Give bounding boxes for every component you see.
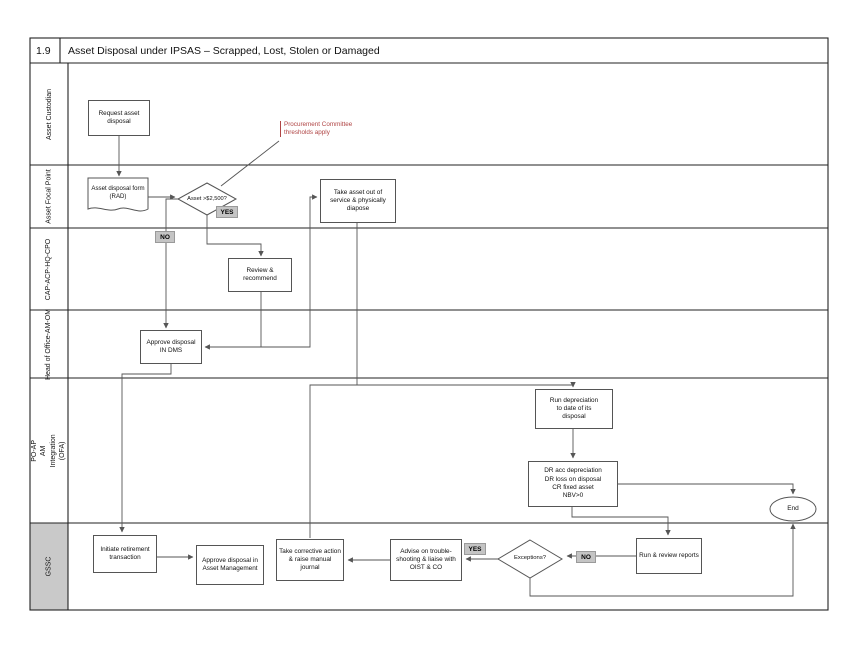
connectors [116,136,796,597]
chip-yes-exceptions: YES [464,543,486,555]
node-end: End [787,505,799,513]
connector-dr-entry-to-end [618,483,796,495]
lane-label-head-of-office: Head of Office-AM-OM [30,308,68,380]
lane-label-cap-acp-hq-cpo: CAP-ACP-HQ-CPO [30,228,68,310]
lane-label-text: GSSC [45,556,53,577]
node-corrective-action: Take corrective action & raise manual jo… [276,539,344,581]
node-run-depreciation: Run depreciation to date of its disposal [535,389,613,429]
connector-no-to-approve-dms [163,198,180,329]
node-approve-disposal-am: Approve disposal in Asset Management [196,545,264,585]
lane-label-text: CAP-ACP-HQ-CPO [45,238,53,300]
node-decision-exceptions: Exceptions? [513,555,547,562]
node-advise-troubleshooting: Advise on trouble- shooting & liaise wit… [390,539,462,581]
node-initiate-retirement: Initiate retirement transaction [93,535,157,573]
node-run-review-reports: Run & review reports [636,538,702,574]
title-number: 1.9 [36,44,51,57]
connector-yes-to-review [206,215,264,257]
connector-approve-dms-to-take-out [261,194,318,348]
page-title: Asset Disposal under IPSAS – Scrapped, L… [68,44,380,57]
node-dr-acc-depreciation: DR acc depreciation DR loss on disposal … [528,461,618,507]
lane-label-gssc: GSSC [30,523,68,610]
connector-loop-to-run-depreciation [309,382,576,538]
node-approve-disposal-dms: Approve disposal IN DMS [140,330,202,364]
shapes [87,177,817,579]
callout-line-threshold-annotation [220,140,280,187]
lane-label-text: PO-AP AM Integration (OFA) [31,433,67,468]
swimlane-frame [29,37,829,611]
node-take-asset-out: Take asset out of service & physically d… [320,179,396,223]
connector-dr-entry-to-run-review [571,507,671,536]
connector-review-to-approve-dms [204,292,262,350]
terminator-end [769,496,817,522]
gssc-lane-shading [30,523,68,610]
lane-label-asset-focal-point: Asset Focal Point [30,165,68,228]
node-asset-disposal-form-rad: Asset disposal form (RAD) [91,185,145,200]
lane-label-text: Asset Custodian [45,88,53,140]
lane-label-text: Head of Office-AM-OM [45,308,53,380]
connector-approve-dms-to-initiate [119,364,172,533]
node-decision-asset-threshold: Asset >$2,500? [187,195,227,202]
decision-diamond-exceptions [497,539,563,579]
annotation-procurement-committee: Procurement Committee thresholds apply [280,121,368,138]
lane-label-text: Asset Focal Point [45,169,53,224]
chip-yes-threshold: YES [216,206,238,218]
lane-label-po-ap-am-integration: PO-AP AM Integration (OFA) [30,378,68,523]
lane-label-asset-custodian: Asset Custodian [30,63,68,165]
document-shape-rad [87,177,149,212]
chip-no-exceptions: NO [576,551,596,563]
node-review-recommend: Review & recommend [228,258,292,292]
node-request-asset-disposal: Request asset disposal [88,100,150,136]
connector-exceptions-no-to-end [529,523,796,597]
chip-no-threshold: NO [155,231,175,243]
